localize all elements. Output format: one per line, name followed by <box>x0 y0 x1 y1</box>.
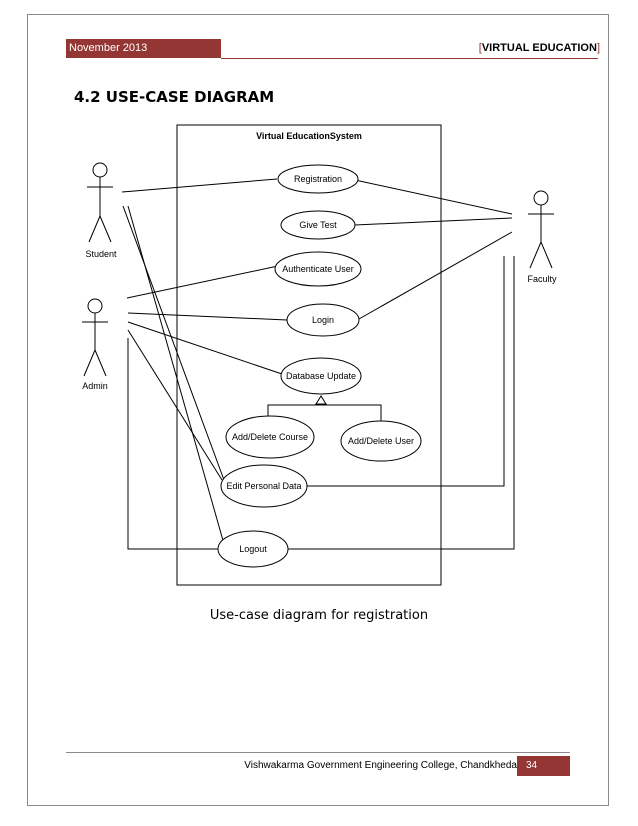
use-case-authenticate-user-label: Authenticate User <box>282 264 354 274</box>
use-case-edit-personal-data: Edit Personal Data <box>220 464 308 508</box>
use-case-registration-label: Registration <box>294 174 342 184</box>
use-case-add-delete-course-label: Add/Delete Course <box>232 432 308 442</box>
use-case-registration: Registration <box>277 164 359 194</box>
actor-admin-label: Admin <box>82 381 108 391</box>
system-label: Virtual EducationSystem <box>256 131 362 141</box>
header-title: [VIRTUAL EDUCATION] <box>479 39 600 58</box>
actor-faculty-label: Faculty <box>527 274 557 284</box>
header-bracket-close: ] <box>596 42 600 54</box>
header-title-text: VIRTUAL EDUCATION <box>481 42 597 54</box>
footer-rule <box>66 752 570 753</box>
page-border <box>27 14 609 806</box>
use-case-give-test-label: Give Test <box>299 220 337 230</box>
header-rule <box>221 58 598 59</box>
use-case-logout: Logout <box>217 530 289 568</box>
use-case-database-update: Database Update <box>280 357 362 395</box>
actor-admin <box>82 298 108 377</box>
footer-college: Vishwakarma Government Engineering Colle… <box>244 760 517 771</box>
use-case-login-label: Login <box>312 315 334 325</box>
use-case-give-test: Give Test <box>280 210 356 240</box>
header-bracket-open: [ <box>478 42 482 54</box>
use-case-authenticate-user: Authenticate User <box>274 251 362 287</box>
use-case-add-delete-user-label: Add/Delete User <box>348 436 414 446</box>
use-case-logout-label: Logout <box>239 544 267 554</box>
use-case-database-update-label: Database Update <box>286 371 356 381</box>
section-heading: 4.2 USE-CASE DIAGRAM <box>74 88 275 106</box>
associations <box>121 178 515 550</box>
actor-student <box>87 162 113 243</box>
generalization-arrowhead <box>315 395 327 405</box>
actor-student-label: Student <box>85 249 117 259</box>
use-case-add-delete-user: Add/Delete User <box>340 420 422 462</box>
actor-faculty <box>528 190 554 269</box>
use-case-login: Login <box>286 303 360 337</box>
figure-caption: Use-case diagram for registration <box>209 608 429 623</box>
system-boundary <box>176 124 442 586</box>
use-case-add-delete-course: Add/Delete Course <box>225 415 315 459</box>
header-date: November 2013 <box>66 39 221 58</box>
footer-page-number: 34 <box>517 756 570 776</box>
use-case-edit-personal-data-label: Edit Personal Data <box>226 481 301 491</box>
